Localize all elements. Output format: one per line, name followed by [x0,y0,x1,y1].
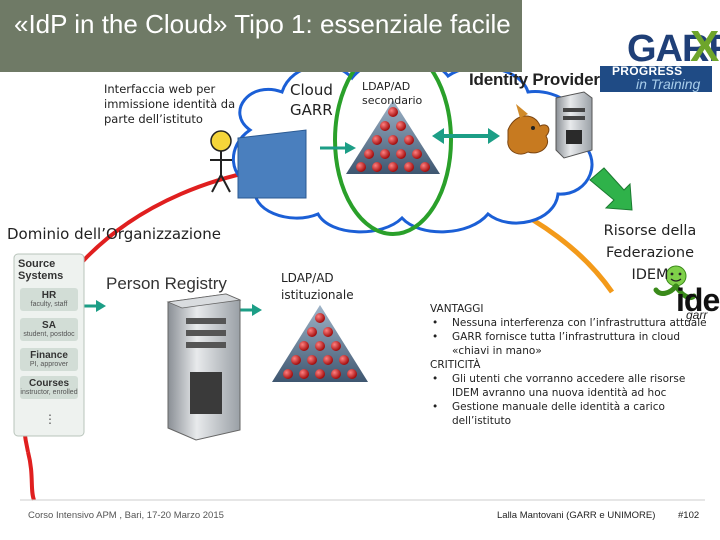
organization-arc-bottom [26,451,36,501]
ldap-institutional-pyramid [272,305,368,382]
federation-resources-label: Risorse della Federazione IDEM [603,223,697,283]
progress-label: PROGRESS [612,64,683,78]
source-more-indicator: ⋮ [44,412,56,426]
web-interface-label: Interfaccia web per immissione identità … [104,82,236,126]
advantage-item: GARR fornisce tutta l’infrastruttura in … [432,330,715,358]
slide-title: «IdP in the Cloud» Tipo 1: essenziale fa… [14,9,511,39]
critical-item: Gli utenti che vorranno accedere alle ri… [432,372,715,400]
idp-server-icon [555,91,593,159]
cloud-garr-label: Cloud GARR [290,81,333,119]
critical-item: Gestione manuale delle identità a carico… [432,400,715,428]
griffin-icon [507,104,550,155]
advantage-item: Nessuna interferenza con l’infrastruttur… [432,316,715,330]
training-label: in Training [636,76,701,92]
garr-x-mark: X [690,22,720,71]
critical-title: CRITICITÀ [430,359,481,371]
person-registry-label: Person Registry [106,274,227,293]
ldap-institutional-label: LDAP/AD istituzionale [281,271,354,302]
identity-provider-label: Identity Provider [469,70,600,89]
source-systems-title: Source Systems [18,258,64,282]
arrow-to-federation [589,167,633,211]
footer-author: Lalla Mantovani (GARR e UNIMORE) [497,510,656,521]
progress-banner [600,66,712,92]
title-bar [0,0,522,72]
idem-logo-text: ide [676,282,720,318]
critical-list: Gli utenti che vorranno accedere alle ri… [430,372,715,428]
web-interface-box [237,129,307,199]
page-number: #102 [678,510,700,521]
advantages-title: VANTAGGI [430,303,484,315]
garr-logo-text: GARR [627,28,720,70]
ldap-secondary-pyramid [346,100,440,174]
info-panel: VANTAGGI Nessuna interferenza con l’infr… [430,302,715,428]
organization-domain-label: Dominio dell’Organizzazione [7,225,221,243]
advantages-list: Nessuna interferenza con l’infrastruttur… [430,316,715,358]
idem-figure-icon [653,265,697,301]
user-head [210,130,232,152]
person-registry-server-icon [166,293,242,441]
ldap-secondary-label: LDAP/AD secondario [362,80,423,107]
footer-course: Corso Intensivo APM , Bari, 17-20 Marzo … [28,510,224,521]
